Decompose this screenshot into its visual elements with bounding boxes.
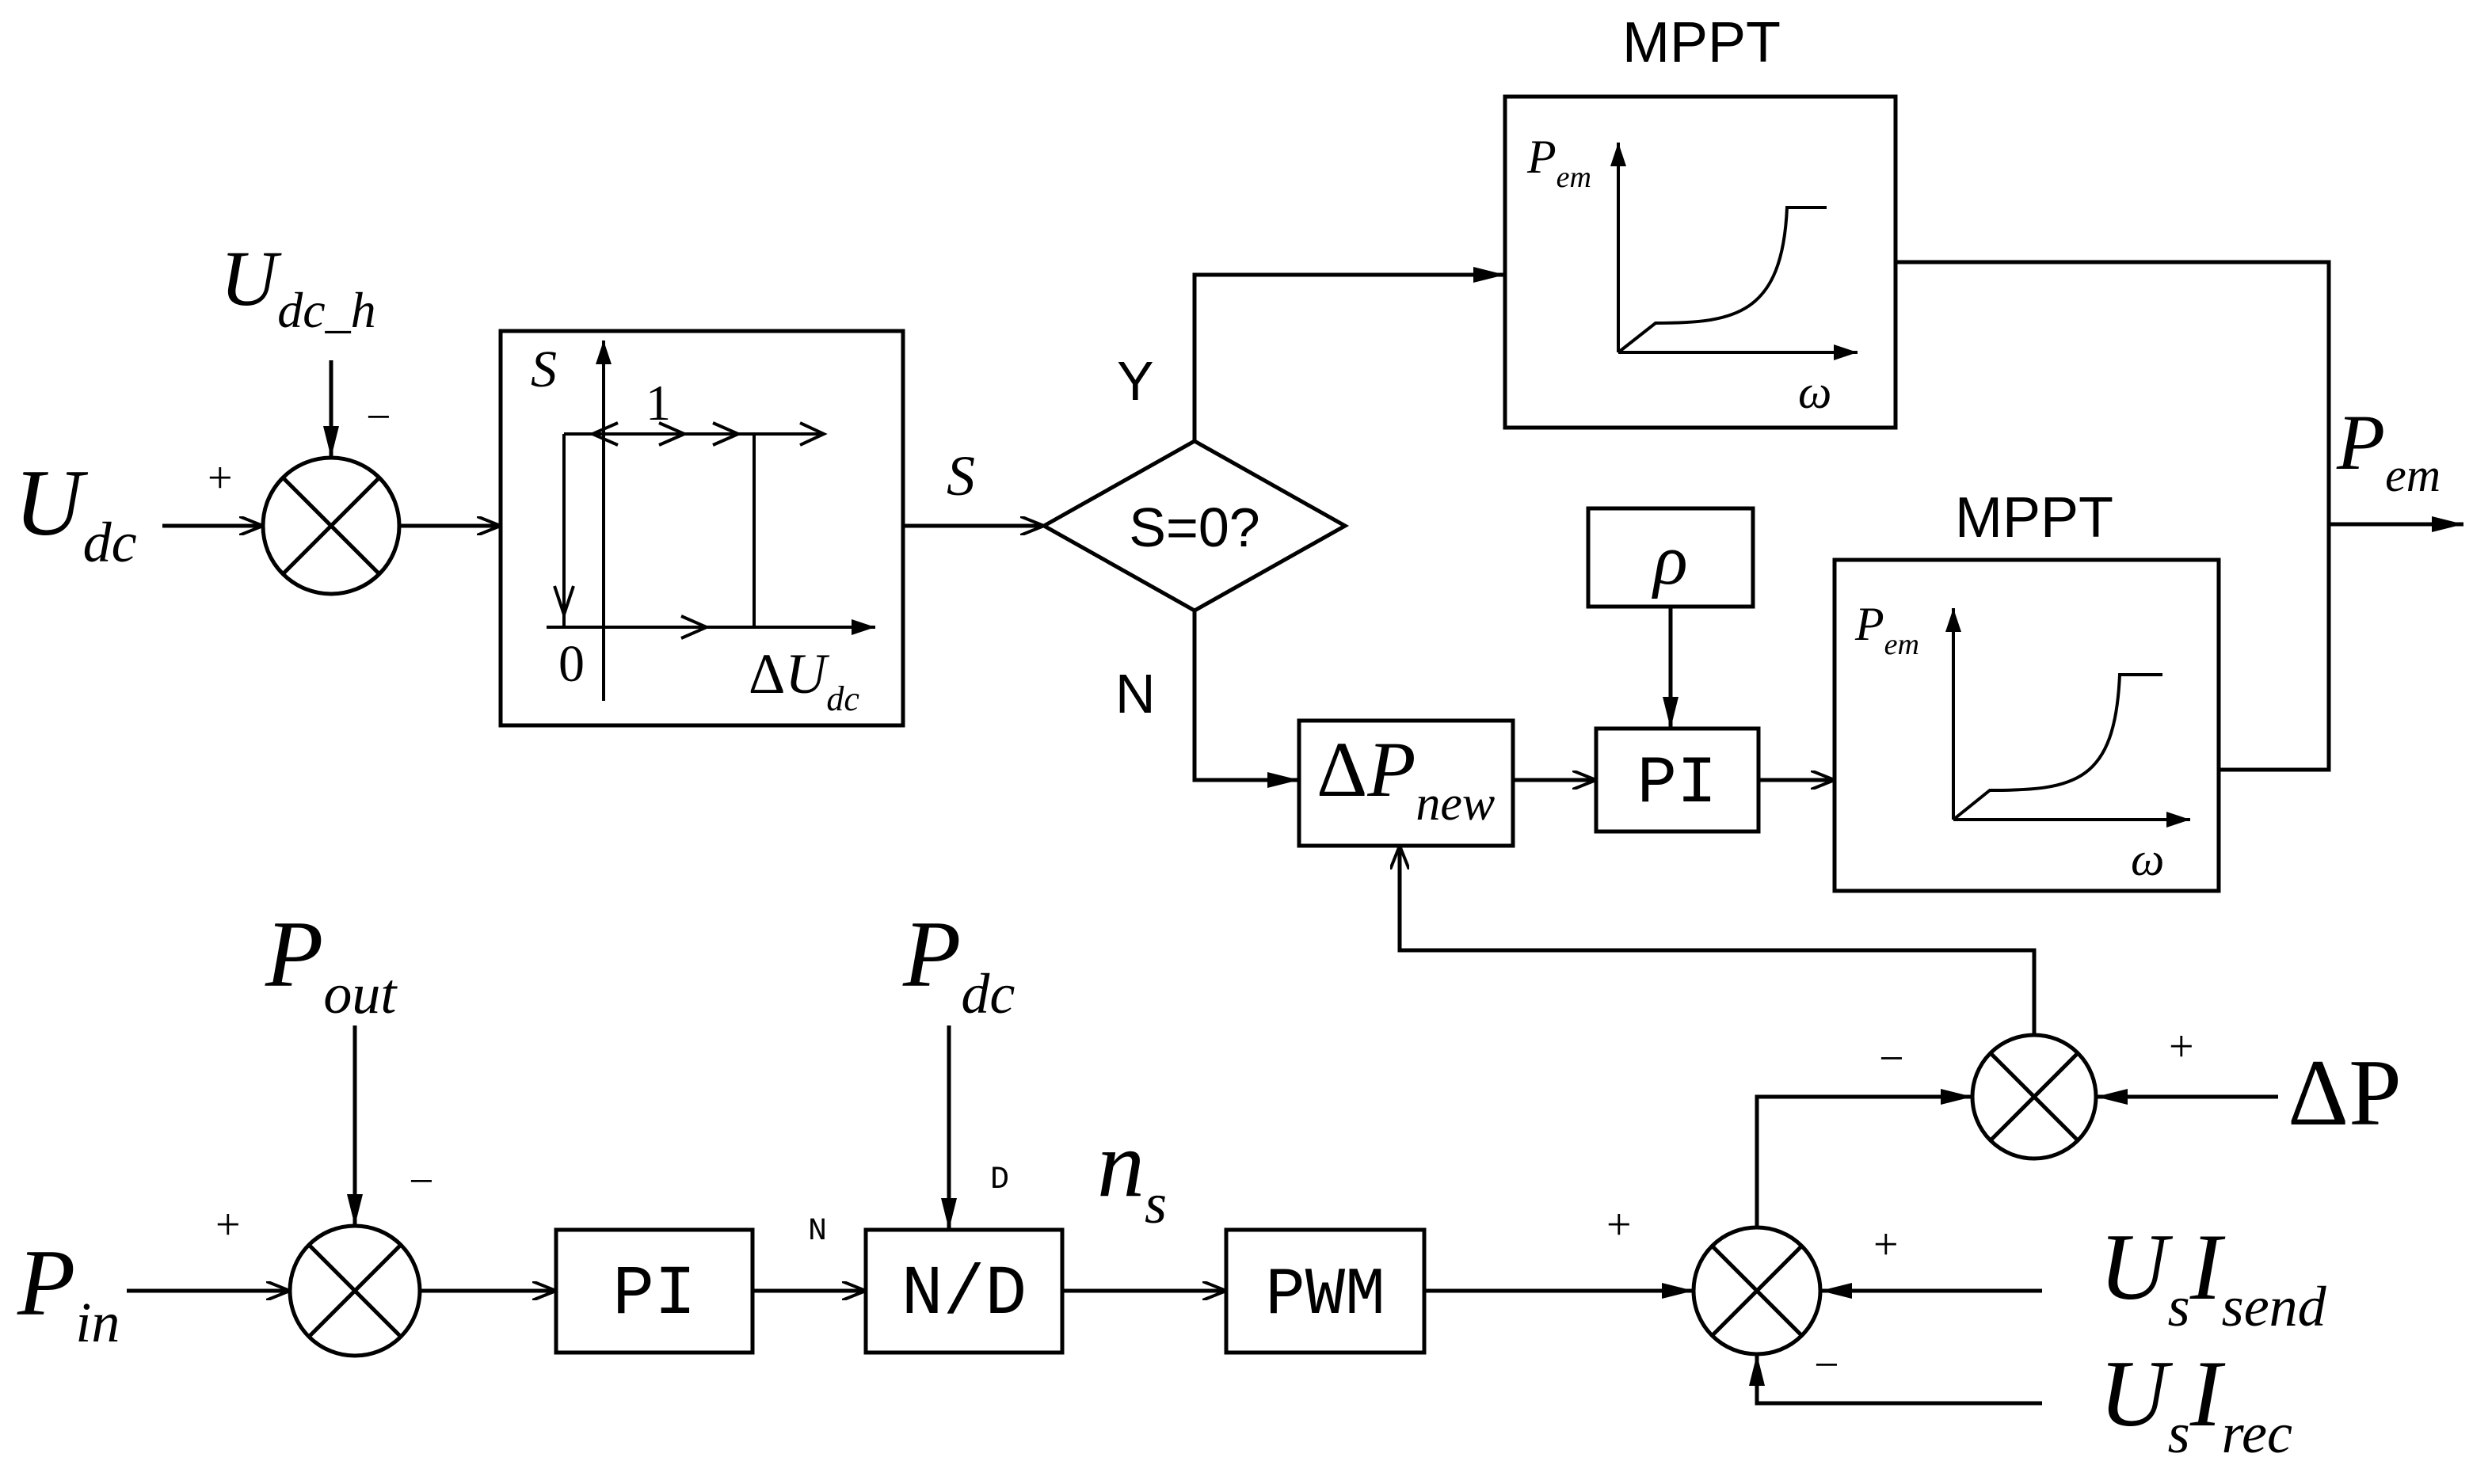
sum2-plus-sign: +: [215, 1201, 241, 1250]
rho-block: [1586, 506, 1755, 609]
pi-top-block: [1594, 726, 1761, 834]
sum3-plus-sign-left: +: [1606, 1201, 1632, 1250]
mppt-bottom-output-line: [2219, 516, 2331, 772]
sum-junction-delta-p: [1970, 1033, 2098, 1161]
us-irec-label: UsIrec: [2099, 1341, 2292, 1465]
mppt-top-y-label: Pem: [1526, 131, 1591, 194]
mppt-top-x-label: ω: [1798, 366, 1831, 418]
pi-bottom-block: [554, 1227, 755, 1355]
pdc-label: Pdc: [902, 901, 1015, 1025]
ns-label: ns: [1097, 1111, 1167, 1235]
udc-label: Udc: [14, 450, 137, 574]
mppt-bottom-block: [1832, 557, 2221, 893]
no-branch-line: [1192, 611, 1299, 788]
s-signal-label: S: [947, 444, 975, 508]
mppt-top-block: [1503, 94, 1898, 430]
sum1-minus-sign: −: [366, 393, 391, 442]
sum-junction-power: [1691, 1225, 1823, 1357]
hysteresis-s-label: S: [531, 341, 557, 398]
mppt-bottom-y-label: Pem: [1854, 598, 1919, 661]
pi-top-label: PI: [1637, 747, 1717, 822]
udc-h-label: Udc_h: [220, 234, 376, 338]
nd-label: N/D: [901, 1256, 1027, 1334]
pout-label: Pout: [265, 901, 398, 1025]
sum-junction-pin: [288, 1223, 422, 1358]
us-irec-line: [1749, 1354, 2042, 1406]
mppt-top-title: MPPT: [1622, 11, 1781, 74]
rho-label: ρ: [1651, 521, 1687, 599]
sum4-minus-sign: −: [1879, 1034, 1904, 1083]
sum1-plus-sign: +: [208, 454, 233, 503]
mppt-bottom-title: MPPT: [1955, 486, 2113, 550]
sum4-feedback-line: [1400, 846, 2037, 1035]
sum3-to-sum4-line: [1755, 1089, 1972, 1227]
decision-label: S=0?: [1129, 497, 1259, 558]
hysteresis-origin-label: 0: [558, 635, 585, 693]
sum-junction-udc: [261, 455, 402, 596]
pem-output-label: Pem: [2336, 398, 2441, 501]
nd-denominator-port: D: [990, 1162, 1009, 1198]
pin-label: Pin: [17, 1230, 120, 1354]
hysteresis-block: [498, 329, 905, 728]
hysteresis-x-label: ΔUdc: [749, 642, 859, 718]
delta-p-new-label: ΔPnew: [1316, 725, 1495, 831]
decision-diamond: [1039, 439, 1350, 613]
pi-bottom-label: PI: [612, 1256, 696, 1334]
sum3-minus-sign: −: [1814, 1341, 1839, 1390]
decision-no-label: N: [1115, 663, 1156, 725]
mppt-bottom-x-label: ω: [2131, 833, 2164, 885]
hysteresis-one-label: 1: [646, 375, 671, 431]
nd-numerator-port: N: [808, 1214, 827, 1250]
pwm-label: PWM: [1265, 1258, 1385, 1334]
us-isend-label: UsIsend: [2099, 1214, 2327, 1338]
sum4-plus-sign: +: [2169, 1022, 2194, 1071]
sum2-minus-sign: −: [409, 1157, 434, 1206]
sum3-plus-sign-right: +: [1873, 1220, 1899, 1269]
yes-branch-line: [1192, 267, 1505, 441]
delta-p-label: ΔP: [2288, 1040, 2402, 1145]
decision-yes-label: Y: [1117, 350, 1154, 412]
mppt-top-output-line: [1896, 260, 2331, 516]
